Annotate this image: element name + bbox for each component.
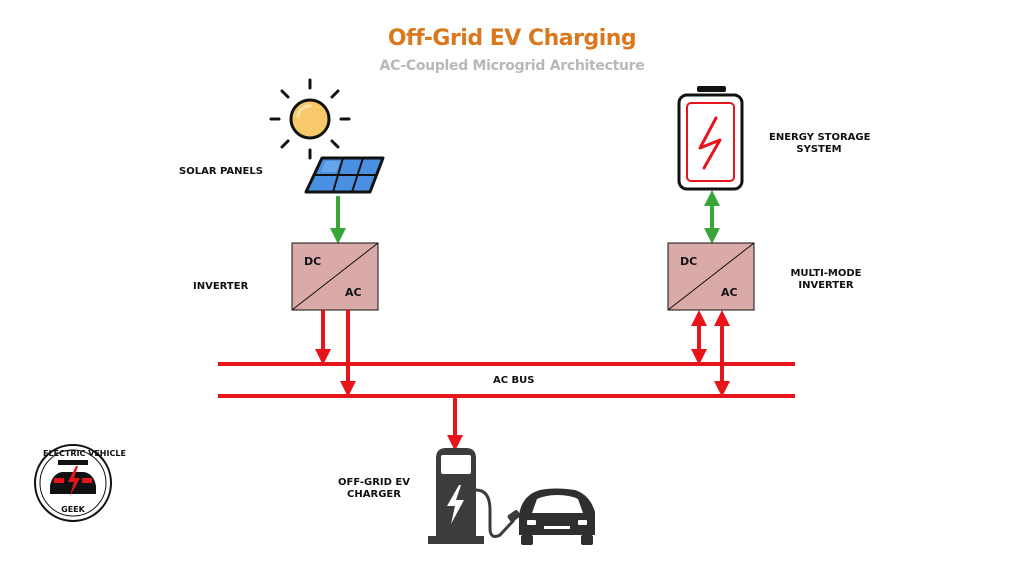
energy-storage-label-line1: ENERGY STORAGE (769, 132, 871, 143)
energy-storage-label-line2: SYSTEM (796, 144, 842, 155)
multimode-ac-label: AC (721, 286, 738, 299)
page-title: Off-Grid EV Charging (387, 26, 637, 51)
charger-label-line1: OFF-GRID EV (338, 477, 410, 488)
multimode-inverter-box (667, 242, 755, 311)
inverter-label: INVERTER (193, 281, 249, 292)
inverter-ac-label: AC (345, 286, 362, 299)
ac-bus-label: AC BUS (493, 375, 535, 386)
multimode-inverter-label-line2: INVERTER (798, 280, 854, 291)
electric-vehicle-geek-logo (34, 444, 112, 522)
sun-icon (269, 78, 351, 160)
logo-top-text: ELECTRIC VEHICLE (43, 449, 126, 458)
ev-charger-icon (428, 448, 521, 544)
inverter-box (291, 242, 379, 311)
multimode-dc-label: DC (680, 255, 698, 268)
solar-panel-icon (304, 156, 385, 194)
multimode-inverter-label-line1: MULTI-MODE (790, 268, 862, 279)
battery-icon (677, 86, 744, 191)
logo-bottom-text: GEEK (61, 505, 85, 514)
page-subtitle: AC-Coupled Microgrid Architecture (379, 58, 645, 74)
car-icon (519, 488, 595, 545)
solar-panels-label: SOLAR PANELS (179, 166, 263, 177)
charger-label-line2: CHARGER (347, 489, 401, 500)
inverter-dc-label: DC (304, 255, 322, 268)
